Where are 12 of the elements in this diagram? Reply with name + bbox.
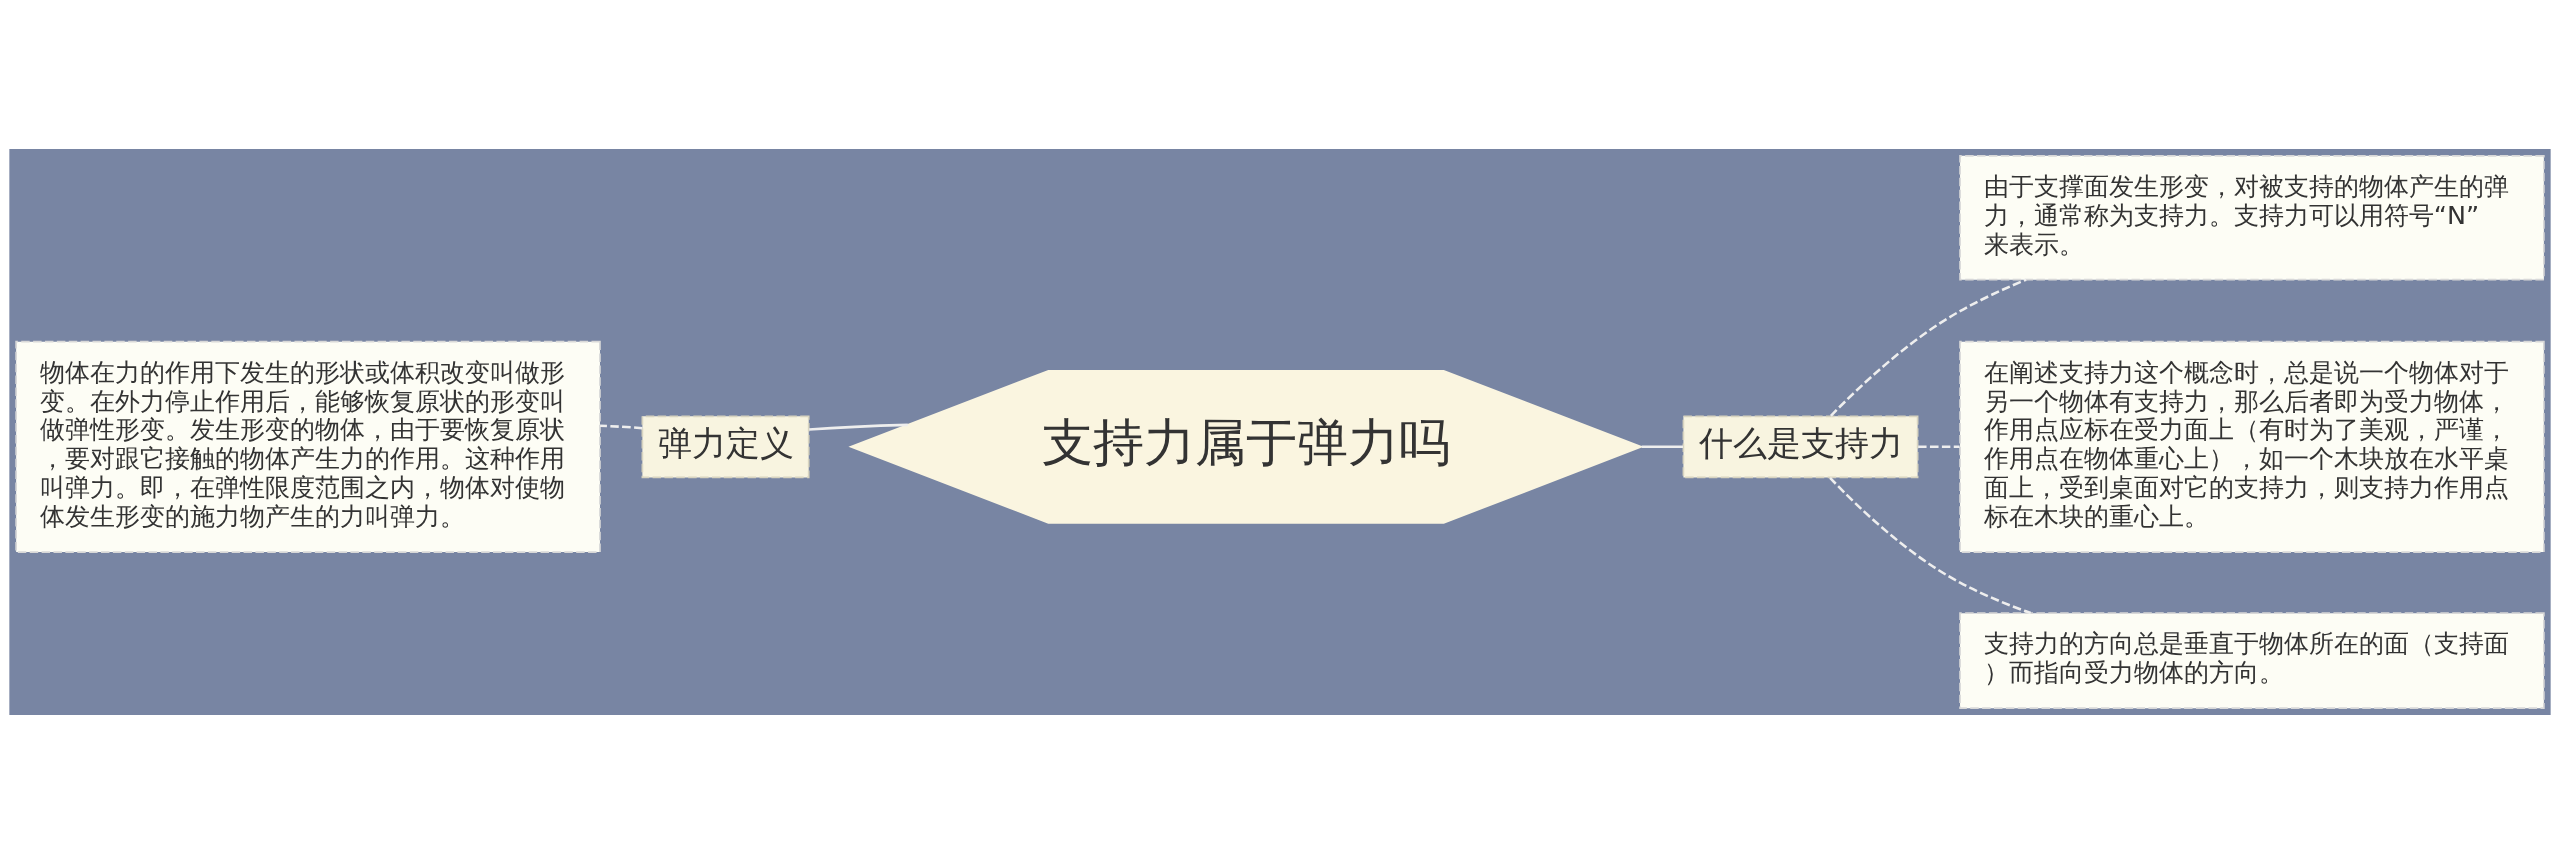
connector	[1918, 445, 1960, 449]
node-box: 弹力定义	[641, 415, 810, 479]
node-box: 物体在力的作用下发生的形状或体积改变叫做形变。在外力停止作用后，能够恢复原状的形变叫做弹性形变。发生形变的物体，由于要恢复原状，要对跟它接触的物体产生力的作用。这种作用叫弹力。即，在弹性限度范围之内，物体对使物体发生形变的施力物产生的力叫弹力。	[15, 340, 601, 553]
node-box: 由于支撑面发生形变，对被支持的物体产生的弹力，通常称为支持力。支持力可以用符号“N”来表示。	[1959, 154, 2545, 281]
connector	[809, 423, 908, 431]
node-box: 什么是支持力	[1682, 415, 1919, 479]
connector	[1829, 278, 2027, 417]
connector	[600, 424, 643, 430]
connector	[1641, 445, 1683, 449]
node-box: 在阐述支持力这个概念时，总是说一个物体对于另一个物体有支持力，那么后者即为受力物体，作用点应标在受力面上（有时为了美观，严谨，作用点在物体重心上），如一个木块放在水平桌面上，受到桌面对它的支持力，则支持力作用点标在木块的重心上。	[1959, 340, 2545, 553]
connector	[1829, 476, 2032, 615]
node-box: 支持力的方向总是垂直于物体所在的面（支持面）而指向受力物体的方向。	[1959, 612, 2545, 710]
